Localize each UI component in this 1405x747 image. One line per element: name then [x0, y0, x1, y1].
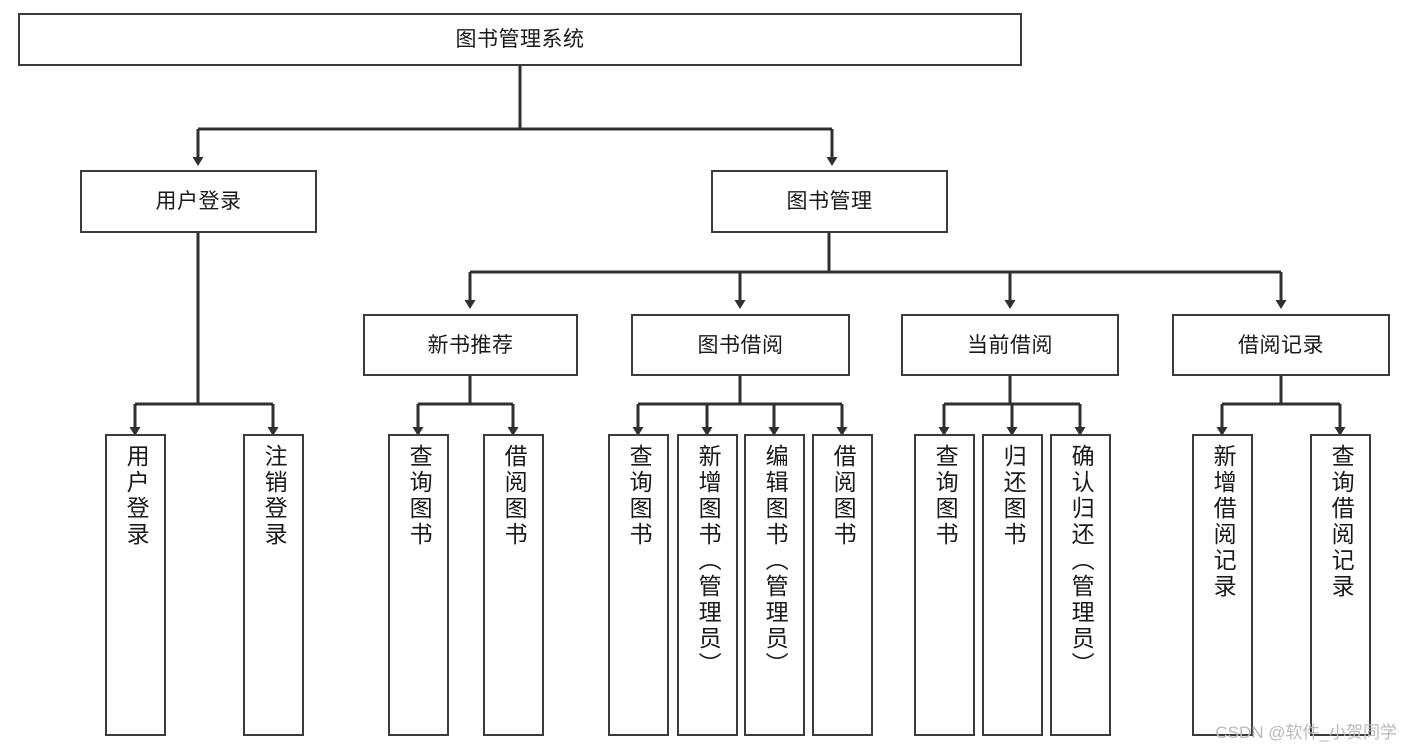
node-leaf-add-record-label: 新增借阅记录	[1210, 444, 1237, 600]
node-borrow-record[interactable]: 借阅记录	[1172, 314, 1390, 376]
node-leaf-return-book-label: 归还图书	[1000, 444, 1027, 548]
node-book-manage[interactable]: 图书管理	[711, 170, 948, 233]
node-user-login[interactable]: 用户登录	[80, 170, 317, 233]
node-leaf-edit-book[interactable]: 编辑图书（管理员）	[744, 434, 805, 736]
watermark-text: CSDN @软件_小贺同学	[1215, 723, 1397, 742]
node-leaf-confirm-return-label: 确认归还（管理员）	[1068, 444, 1095, 678]
node-leaf-borrow-book-1[interactable]: 借阅图书	[483, 434, 544, 736]
node-leaf-add-book-label: 新增图书（管理员）	[695, 444, 722, 678]
node-leaf-query-book-3-label: 查询图书	[932, 444, 959, 548]
node-leaf-borrow-book-2-label: 借阅图书	[830, 444, 857, 548]
node-leaf-borrow-book-1-label: 借阅图书	[501, 444, 528, 548]
node-leaf-query-record-label: 查询借阅记录	[1328, 444, 1355, 600]
node-book-manage-label: 图书管理	[786, 190, 873, 213]
node-leaf-borrow-book-2[interactable]: 借阅图书	[812, 434, 873, 736]
node-current-borrow[interactable]: 当前借阅	[901, 314, 1119, 376]
node-leaf-return-book[interactable]: 归还图书	[982, 434, 1043, 736]
node-borrow-record-label: 借阅记录	[1238, 333, 1324, 357]
node-leaf-user-login[interactable]: 用户登录	[105, 434, 166, 736]
node-leaf-query-book-2-label: 查询图书	[626, 444, 653, 548]
node-root-label: 图书管理系统	[455, 28, 585, 51]
node-leaf-logout[interactable]: 注销登录	[243, 434, 304, 736]
node-leaf-user-login-label: 用户登录	[123, 444, 150, 548]
node-leaf-add-book[interactable]: 新增图书（管理员）	[677, 434, 738, 736]
node-leaf-query-book-1[interactable]: 查询图书	[388, 434, 449, 736]
node-book-borrow[interactable]: 图书借阅	[631, 314, 850, 376]
node-root[interactable]: 图书管理系统	[18, 13, 1022, 66]
node-leaf-query-book-1-label: 查询图书	[406, 444, 433, 548]
node-book-borrow-label: 图书借阅	[697, 333, 784, 357]
node-leaf-edit-book-label: 编辑图书（管理员）	[762, 444, 789, 678]
node-leaf-query-book-3[interactable]: 查询图书	[914, 434, 975, 736]
node-new-book-rec[interactable]: 新书推荐	[363, 314, 578, 376]
node-user-login-label: 用户登录	[155, 190, 242, 213]
node-new-book-rec-label: 新书推荐	[427, 333, 514, 357]
node-leaf-query-record[interactable]: 查询借阅记录	[1310, 434, 1371, 736]
node-leaf-logout-label: 注销登录	[261, 444, 288, 548]
node-leaf-add-record[interactable]: 新增借阅记录	[1192, 434, 1253, 736]
node-current-borrow-label: 当前借阅	[967, 333, 1053, 357]
node-leaf-query-book-2[interactable]: 查询图书	[608, 434, 669, 736]
node-leaf-confirm-return[interactable]: 确认归还（管理员）	[1050, 434, 1111, 736]
